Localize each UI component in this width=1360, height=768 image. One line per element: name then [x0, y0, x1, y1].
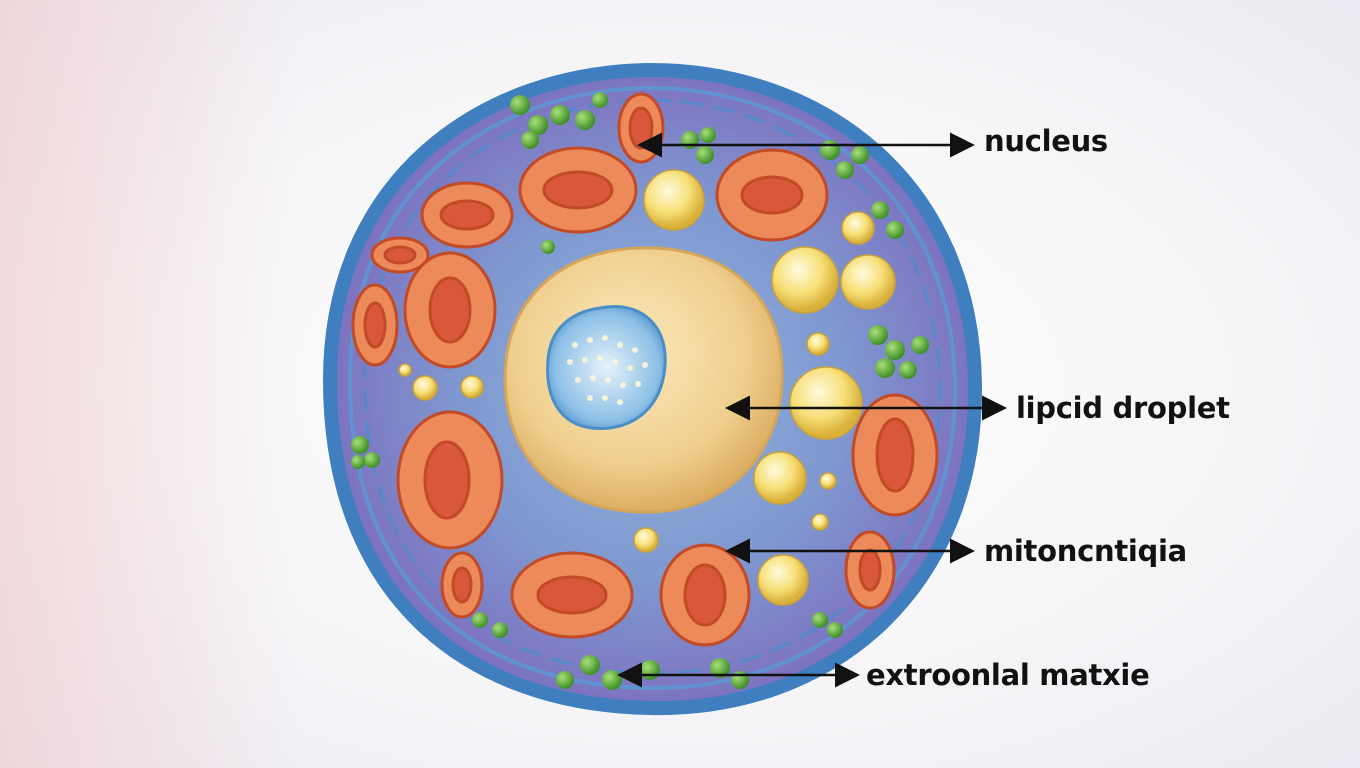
lipid-droplet — [806, 332, 830, 356]
lipid-droplet — [789, 366, 863, 440]
mitochondrion — [440, 551, 484, 619]
mitochondrion — [851, 393, 939, 517]
lipid-droplet — [771, 246, 839, 314]
mitochondrion — [420, 181, 514, 249]
label-mitochondria: mitoncntiqia — [984, 534, 1187, 568]
label-nucleus: nucleus — [984, 124, 1108, 158]
label-lipid-droplet: lipcid droplet — [1016, 391, 1230, 425]
lipid-droplet — [841, 211, 875, 245]
mitochondrion — [617, 92, 665, 164]
mitochondrion — [518, 146, 638, 234]
lipid-droplet — [840, 254, 896, 310]
lipid-droplet — [753, 451, 807, 505]
mitochondrion — [715, 148, 829, 242]
mitochondria — [351, 92, 939, 647]
lipid-droplet — [643, 169, 705, 231]
mitochondrion — [844, 530, 896, 610]
nucleus — [503, 246, 784, 514]
lipid-droplet — [633, 527, 659, 553]
label-arrows — [617, 132, 1007, 688]
mitochondrion — [351, 283, 399, 367]
background-tint — [0, 0, 300, 768]
mitochondrion — [370, 236, 430, 274]
lipid-droplets — [398, 169, 896, 606]
lipid-droplet — [412, 375, 438, 401]
lipid-droplet — [398, 363, 412, 377]
mitochondrion — [403, 251, 497, 369]
lipid-droplet — [460, 375, 484, 399]
lipid-droplet — [811, 513, 829, 531]
lipid-droplet — [757, 554, 809, 606]
label-extracellular-matrix: extroonlal matxie — [866, 658, 1150, 692]
nucleolus — [546, 305, 667, 430]
lipid-droplet — [819, 472, 837, 490]
mitochondrion — [510, 551, 634, 639]
mitochondrion — [396, 410, 504, 550]
mitochondrion — [659, 543, 751, 647]
